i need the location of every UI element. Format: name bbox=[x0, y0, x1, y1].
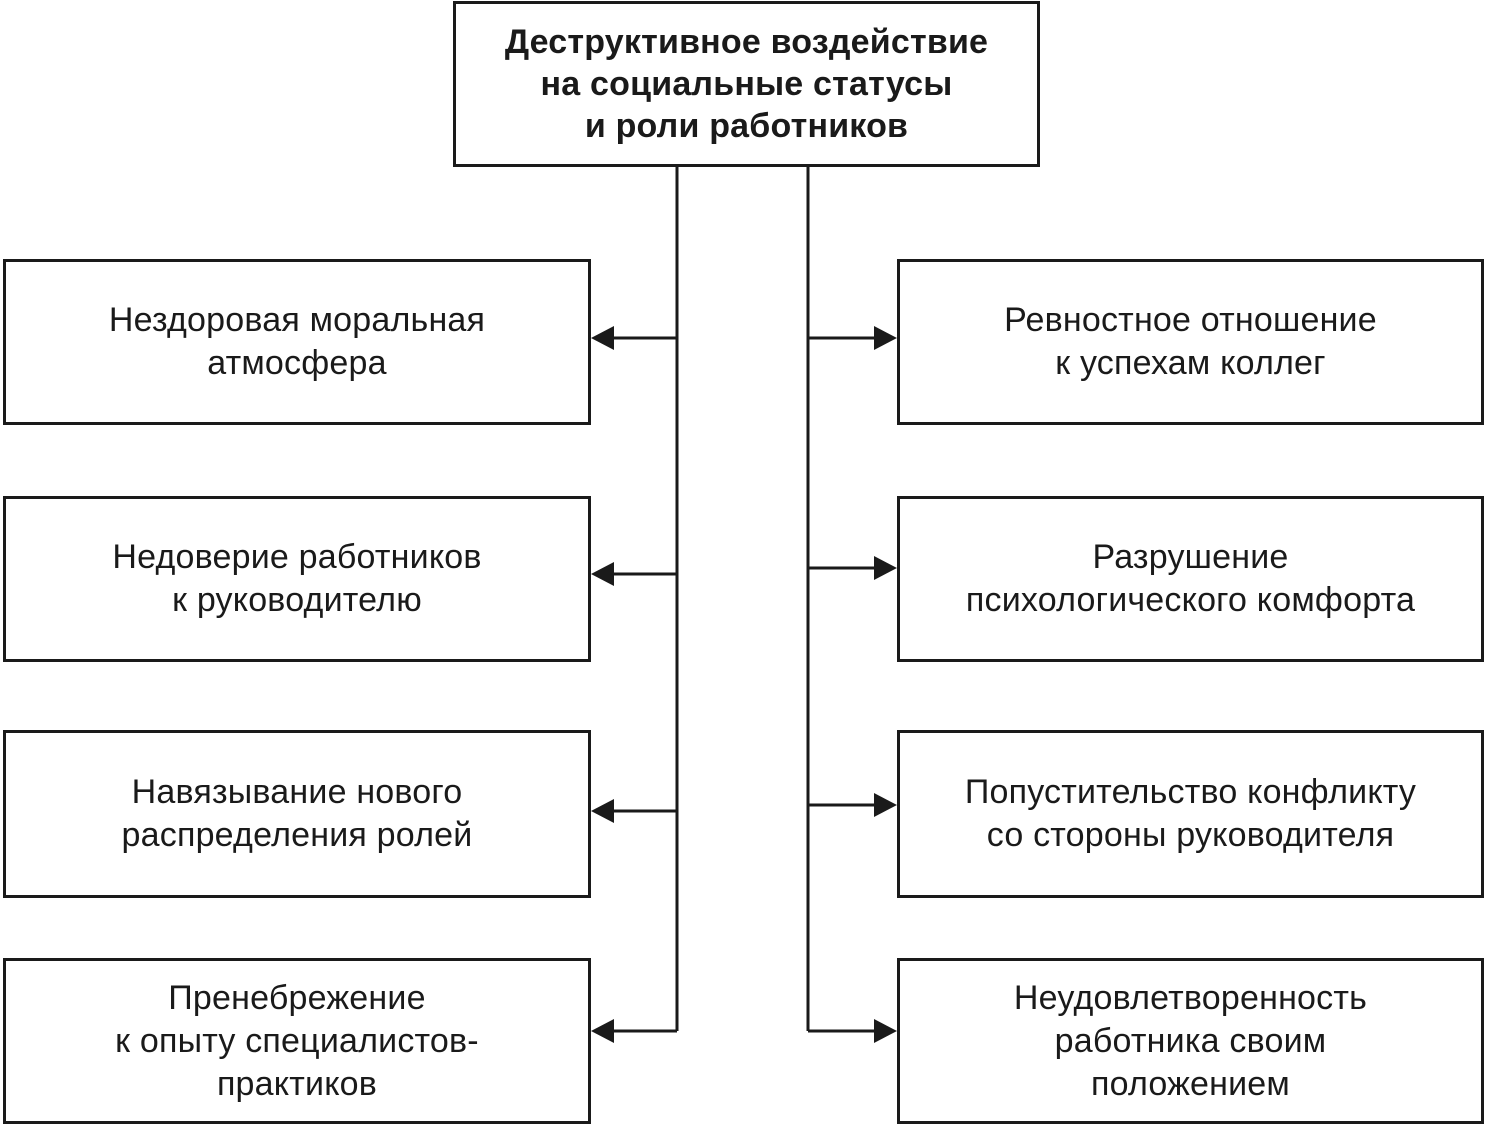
left-node-2-label: Недоверие работников к руководителю bbox=[112, 538, 482, 619]
left-node-3-label: Навязывание нового распределения ролей bbox=[121, 773, 473, 854]
right-node-2-box: Разрушение психологического комфорта bbox=[897, 496, 1484, 662]
left-node-1-box: Нездоровая моральная атмосфера bbox=[3, 259, 591, 425]
left-node-2-box: Недоверие работников к руководителю bbox=[3, 496, 591, 662]
arrow-to-right-2 bbox=[808, 556, 897, 580]
root-node-label: Деструктивное воздействие на социальные … bbox=[504, 23, 989, 145]
right-node-3-label: Попустительство конфликту со стороны рук… bbox=[964, 773, 1417, 854]
arrow-to-left-4 bbox=[591, 1019, 677, 1043]
left-node-4-label: Пренебрежение к опыту специалистов- прак… bbox=[115, 978, 479, 1103]
arrow-to-left-2 bbox=[591, 562, 677, 586]
root-node-box: Деструктивное воздействие на социальные … bbox=[453, 1, 1040, 167]
right-node-1-label: Ревностное отношение к успехам коллег bbox=[1004, 301, 1377, 382]
arrow-to-left-3 bbox=[591, 799, 677, 823]
arrow-to-left-1 bbox=[591, 326, 677, 350]
arrow-to-right-1 bbox=[808, 326, 897, 350]
arrow-to-right-3 bbox=[808, 793, 897, 817]
right-node-2-label: Разрушение психологического комфорта bbox=[965, 538, 1416, 619]
right-node-4-label: Неудовлетворенность работника своим поло… bbox=[1013, 978, 1368, 1103]
left-node-4-box: Пренебрежение к опыту специалистов- прак… bbox=[3, 958, 591, 1124]
right-node-3-box: Попустительство конфликту со стороны рук… bbox=[897, 730, 1484, 898]
right-node-4-box: Неудовлетворенность работника своим поло… bbox=[897, 958, 1484, 1124]
left-node-3-box: Навязывание нового распределения ролей bbox=[3, 730, 591, 898]
right-node-1-box: Ревностное отношение к успехам коллег bbox=[897, 259, 1484, 425]
left-node-1-label: Нездоровая моральная атмосфера bbox=[108, 301, 486, 382]
arrow-to-right-4 bbox=[808, 1019, 897, 1043]
